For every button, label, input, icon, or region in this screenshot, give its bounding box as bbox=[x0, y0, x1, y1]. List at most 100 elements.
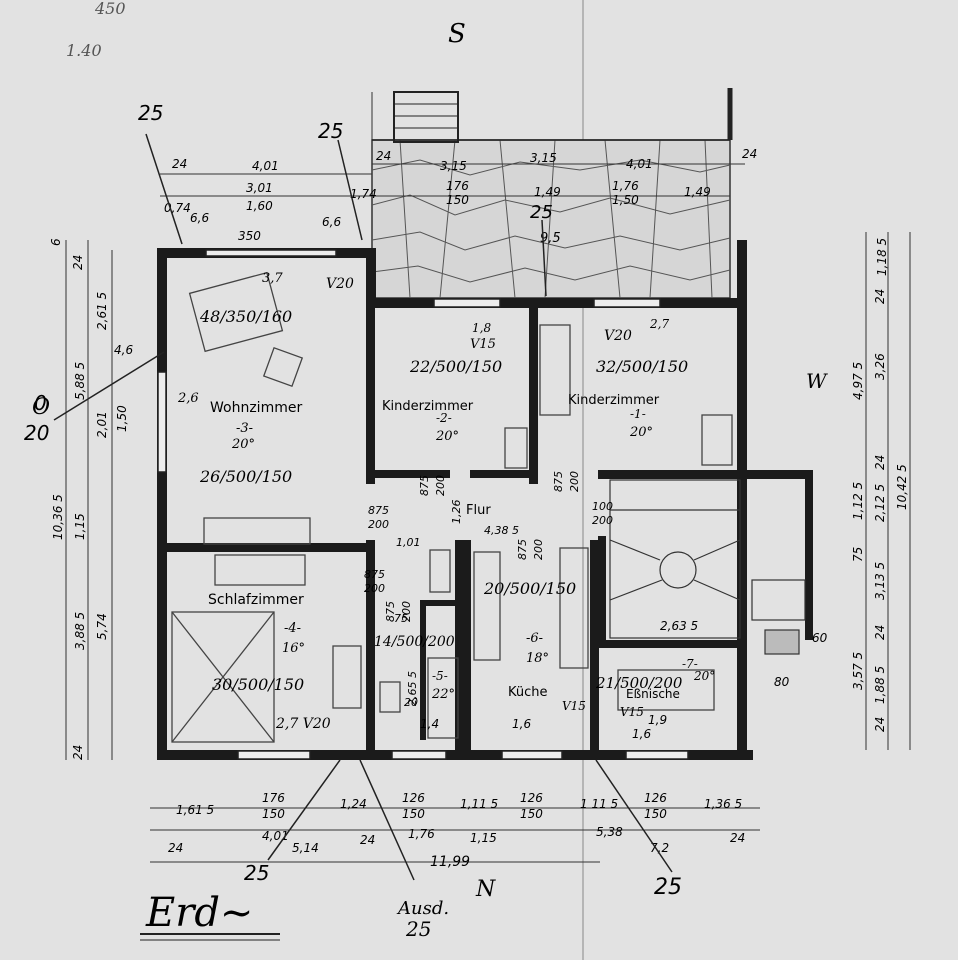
bottom-dim-5: 150 bbox=[402, 807, 425, 821]
top-dim-17: 1,49 bbox=[684, 185, 711, 199]
bottom-dim-20: 24 bbox=[360, 833, 375, 847]
plan-title: Erd~ bbox=[145, 890, 253, 936]
right-dim-12: 1,88 5 bbox=[873, 666, 887, 704]
corner-note-2: 1.40 bbox=[66, 41, 102, 60]
compass-north: N bbox=[475, 877, 496, 902]
left-dim-6: 1,15 bbox=[73, 513, 87, 540]
right-dim-9: 3,13 5 bbox=[873, 562, 887, 600]
kinderzimmer-2-valve: V15 bbox=[470, 337, 496, 352]
right-dim-2: 3,26 bbox=[873, 353, 887, 380]
top-dim-10: 3,15 bbox=[530, 151, 557, 165]
bad-radiator: 14/500/200 bbox=[374, 634, 455, 650]
int-dim-0: 875 bbox=[368, 504, 389, 517]
int-dim-3: 200 bbox=[364, 582, 385, 595]
wohnzimmer-misc-1: 3,7 bbox=[262, 271, 283, 286]
left-dim-4: 2,01 bbox=[95, 411, 109, 438]
section-labels: 25 25 25 25 25 20 0 bbox=[24, 101, 682, 900]
int-dim-4: 875 bbox=[418, 475, 431, 496]
terrace-paving bbox=[371, 139, 731, 299]
kueche-valve: V15 bbox=[562, 699, 586, 713]
bottom-dim-6: 1,11 5 bbox=[460, 797, 498, 811]
section-label-4: 25 bbox=[244, 861, 269, 885]
top-dim-5: 6,6 bbox=[190, 211, 209, 225]
bottom-dim-22: 11,99 bbox=[430, 854, 470, 870]
section-label-3: 25 bbox=[530, 202, 553, 223]
bottom-dim-7: 126 bbox=[520, 791, 543, 805]
right-dim-3: 4,97 5 bbox=[851, 362, 865, 400]
bottom-dim-19: 24 bbox=[168, 841, 183, 855]
top-dim-6: 6,6 bbox=[322, 215, 341, 229]
bottom-dim-16: 1,15 bbox=[470, 831, 497, 845]
kueche-temp: 18° bbox=[526, 651, 549, 666]
kinderzimmer-2-misc: 1,8 bbox=[472, 321, 491, 335]
section-label-6: 20 bbox=[24, 421, 49, 445]
bottom-dim-10: 126 bbox=[644, 791, 667, 805]
top-dim-13: 1,49 bbox=[534, 185, 561, 199]
int-dim-8: 875 bbox=[516, 539, 529, 560]
essnische-number: -7- bbox=[682, 657, 698, 671]
right-dim-13: 24 bbox=[873, 717, 887, 732]
essnische-radiator: 21/500/200 bbox=[595, 674, 683, 692]
kinderzimmer-1-valve: V20 bbox=[604, 328, 632, 344]
wohnzimmer-temp: 20° bbox=[231, 437, 255, 452]
left-dim-11: 4,6 bbox=[114, 343, 133, 357]
kinderzimmer-2-temp: 20° bbox=[435, 429, 459, 444]
bottom-dim-4: 126 bbox=[402, 791, 425, 805]
bottom-dim-11: 150 bbox=[644, 807, 667, 821]
int-dim-22: 1,9 bbox=[648, 713, 667, 727]
bottom-dim-8: 150 bbox=[520, 807, 543, 821]
kinderzimmer-1-radiator: 32/500/150 bbox=[596, 357, 688, 376]
left-dim-9: 5,74 bbox=[95, 613, 109, 640]
bottom-dim-18: 7,2 bbox=[650, 841, 669, 855]
right-dimensions: 1,18 5 24 3,26 4,97 5 24 10,42 5 1,12 5 … bbox=[774, 238, 909, 732]
int-dim-15: 875 bbox=[384, 601, 397, 622]
top-dim-12: 150 bbox=[446, 193, 469, 207]
int-dim-9: 200 bbox=[532, 539, 545, 560]
room-bad: 14/500/200 -5- 22° bbox=[374, 634, 455, 702]
room-kinderzimmer-2: 1,8 V15 22/500/150 Kinderzimmer -2- 20° bbox=[382, 321, 502, 444]
right-dim-0: 1,18 5 bbox=[875, 238, 889, 276]
int-dim-2: 875 bbox=[364, 568, 385, 581]
bottom-dim-17: 5,38 bbox=[596, 825, 623, 839]
entrance-steps bbox=[393, 91, 459, 143]
section-label-2: 25 bbox=[318, 119, 343, 143]
bottom-dim-9: 1 11 5 bbox=[580, 797, 618, 811]
compass-west: W bbox=[806, 369, 828, 393]
int-dim-11: 4,38 5 bbox=[484, 524, 519, 537]
schlafzimmer-number: -4- bbox=[284, 621, 301, 636]
right-dim-8: 75 bbox=[851, 547, 865, 562]
right-dim-11: 3,57 5 bbox=[851, 652, 865, 690]
schlafzimmer-valve: 2,7 V20 bbox=[275, 716, 331, 732]
windows bbox=[157, 249, 689, 760]
int-dim-24: 20 bbox=[404, 696, 418, 709]
bottom-dim-15: 1,76 bbox=[408, 827, 435, 841]
left-dim-10: 24 bbox=[71, 745, 85, 760]
bottom-dim-1: 176 bbox=[262, 791, 285, 805]
int-dim-20: 1,6 bbox=[512, 717, 531, 731]
top-dim-2: 3,01 bbox=[246, 181, 273, 195]
essnische-valve: V15 bbox=[620, 705, 644, 719]
kueche-name: Küche bbox=[508, 685, 548, 700]
wohnzimmer-misc-2: 2,6 bbox=[177, 391, 199, 406]
wohnzimmer-valve: V20 bbox=[326, 276, 354, 292]
right-dim-1: 24 bbox=[873, 289, 887, 304]
interior-walls bbox=[167, 304, 740, 750]
top-dimensions: 24 4,01 3,01 1,60 0,74 6,6 6,6 350 24 3,… bbox=[164, 147, 757, 243]
int-dim-21: 1,4 bbox=[420, 717, 439, 731]
bad-temp: 22° bbox=[431, 687, 455, 702]
section-markers bbox=[53, 133, 673, 881]
room-essnische: -7- 21/500/200 20° Eßnische V15 bbox=[595, 657, 715, 719]
left-dim-3: 5,88 5 bbox=[73, 362, 87, 400]
right-dim-7: 2,12 5 bbox=[873, 484, 887, 522]
left-dimensions: 6 24 2,61 5 5,88 5 2,01 1,50 1,15 10,36 … bbox=[49, 238, 133, 760]
top-dim-16: 1,50 bbox=[612, 193, 639, 207]
flur-name: Flur bbox=[466, 503, 491, 518]
schlafzimmer-radiator: 30/500/150 bbox=[212, 675, 304, 694]
left-dim-7: 10,36 5 bbox=[51, 494, 65, 540]
left-dim-0: 6 bbox=[49, 238, 63, 246]
right-dim-14: 60 bbox=[812, 631, 828, 645]
wohnzimmer-number: -3- bbox=[236, 421, 253, 436]
bottom-dim-3: 1,24 bbox=[340, 797, 367, 811]
room-kinderzimmer-1: 2,7 V20 32/500/150 Kinderzimmer -1- 20° bbox=[568, 317, 688, 440]
